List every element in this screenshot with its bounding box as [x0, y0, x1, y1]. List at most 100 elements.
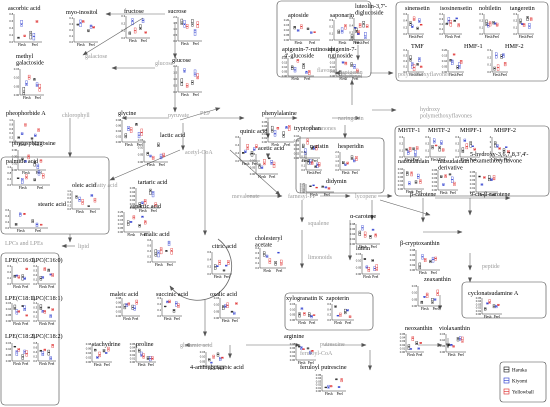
y-tick-label: 0.2: [479, 19, 483, 23]
point-mark: [448, 20, 450, 22]
y-tick-label: 0.00: [118, 230, 124, 234]
point-mark: [149, 189, 151, 191]
point-mark: [88, 205, 90, 207]
y-tick-label: 0.10: [138, 145, 144, 149]
pathway-node-peptide: peptide: [482, 264, 500, 270]
x-tick-label: Peel: [48, 322, 54, 326]
point-mark: [288, 126, 290, 128]
y-tick-label: 0.05: [130, 186, 136, 190]
x-tick-label: Flesh: [155, 263, 163, 267]
y-tick-label: 0.1: [255, 261, 259, 265]
metabolite-label-naristin: naristin: [310, 143, 329, 150]
x-tick-label: Peel: [22, 362, 28, 366]
y-tick-label: 0.01: [432, 184, 438, 188]
x-tick-label: Peel: [159, 163, 165, 167]
point-mark: [24, 124, 26, 126]
point-mark: [505, 146, 507, 148]
point-mark: [28, 155, 30, 157]
x-tick-label: Flesh: [208, 367, 216, 371]
point-mark: [311, 161, 313, 163]
point-mark: [411, 26, 413, 28]
point-mark: [520, 21, 522, 23]
y-tick-label: 0.02: [294, 152, 300, 156]
point-mark: [418, 21, 420, 23]
point-mark: [303, 348, 305, 350]
point-mark: [309, 162, 311, 164]
pathway-node-pep: PEP: [200, 111, 211, 117]
y-tick-label: 0.3: [425, 135, 429, 139]
y-tick-label: 0.10: [440, 338, 446, 342]
y-tick-label: 0.3: [255, 251, 259, 255]
y-tick-label: 0.10: [118, 222, 124, 226]
y-tick-label: 0.1: [399, 148, 403, 152]
point-mark: [313, 185, 315, 187]
point-mark: [42, 175, 44, 177]
point-mark: [489, 301, 491, 304]
point-mark: [445, 175, 447, 177]
point-mark: [315, 166, 317, 168]
y-tick-label: 0.05: [300, 188, 306, 192]
y-tick-label: 0.0: [255, 266, 259, 270]
point-mark: [416, 147, 418, 149]
point-mark: [197, 77, 199, 79]
y-tick-label: 0.00: [6, 319, 12, 323]
pathway-node-putrescine: putrescine: [320, 342, 345, 348]
metabolite-label-glycine: glycine: [118, 110, 136, 117]
x-tick-label: Flesh: [445, 35, 453, 39]
y-tick-label: 0.20: [284, 18, 290, 22]
point-mark: [497, 67, 499, 69]
point-mark: [141, 216, 144, 218]
metabolite-label-apigenin-7-rutinoside: apigenin-7-: [328, 46, 357, 53]
x-tick-label: Peel: [439, 158, 445, 162]
y-tick-label: 0.20: [12, 155, 18, 159]
x-tick-label: Flesh: [419, 271, 427, 275]
point-mark: [448, 344, 450, 346]
y-tick-label: 0.10: [282, 65, 288, 69]
x-tick-label: Peel: [433, 307, 439, 311]
point-mark: [302, 146, 304, 148]
point-mark: [413, 19, 415, 21]
point-mark: [437, 292, 439, 295]
point-mark: [221, 357, 223, 359]
y-tick-label: 0.15: [290, 302, 296, 306]
y-tick-label: 0.00: [410, 268, 416, 272]
y-tick-label: 0.30: [12, 148, 18, 152]
point-mark: [283, 134, 285, 136]
metabolite-label-apigenin-7-rutinoside-4-glucoside: apigenin-7-rutinoside: [282, 46, 336, 53]
y-tick-label: 0.01: [400, 346, 406, 350]
legend-label: Haruka: [512, 369, 527, 374]
x-tick-label: Flesh: [39, 362, 47, 366]
y-tick-label: 0.0: [439, 32, 443, 36]
x-tick-label: Flesh: [461, 158, 469, 162]
y-tick-label: 0: [490, 155, 492, 159]
y-tick-label: 0.10: [284, 28, 290, 32]
point-mark: [38, 171, 40, 173]
y-tick-label: 0.20: [300, 182, 306, 186]
x-tick-label: Peel: [337, 392, 343, 396]
y-tick-label: 0.01: [130, 356, 136, 360]
point-mark: [335, 378, 337, 380]
pathway-node-naringenin: naringenin: [338, 116, 364, 122]
point-mark: [359, 24, 361, 26]
metabolite-label-natsudaidain: natsudaidain: [398, 158, 429, 165]
y-tick-label: 0.2: [349, 31, 353, 35]
y-tick-label: 0.8: [33, 341, 37, 345]
x-tick-label: Peel: [151, 209, 157, 213]
point-mark: [432, 258, 434, 260]
x-tick-label: Flesh: [13, 285, 21, 289]
point-mark: [258, 164, 261, 166]
x-tick-label: Peel: [494, 315, 500, 319]
y-tick-label: 0.00: [116, 314, 122, 318]
y-tick-label: 0.05: [214, 309, 220, 313]
x-tick-label: Flesh: [13, 322, 21, 326]
x-tick-label: Peel: [431, 271, 437, 275]
y-tick-label: 0.3: [329, 18, 333, 22]
point-mark: [168, 241, 170, 243]
